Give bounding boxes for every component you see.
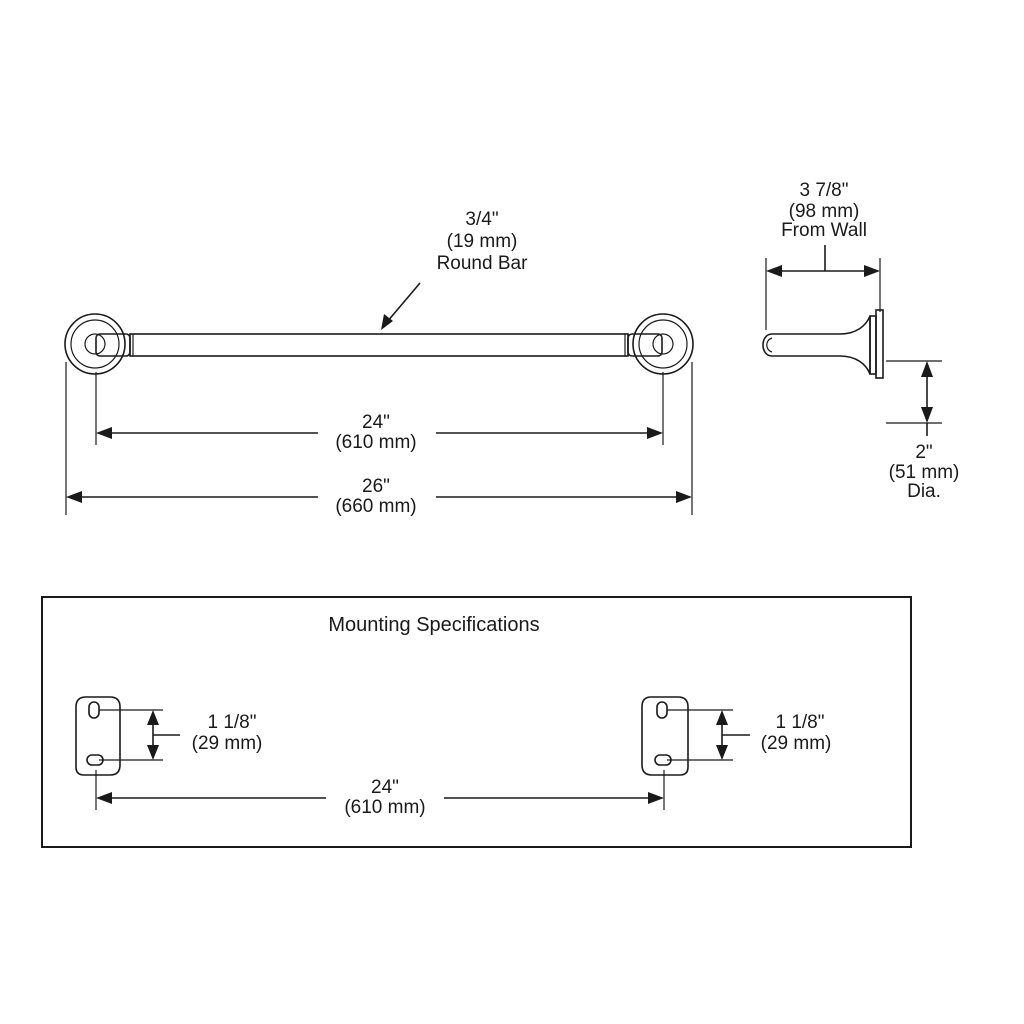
bracket-spacing-dimension-line [96,777,664,817]
round-bar-leader [381,282,421,330]
round-bar [129,333,629,357]
flange-diameter-metric: (51 mm) [889,462,960,483]
left-hole-spacing-metric: (29 mm) [192,733,263,754]
flange-diameter-dimension-line [921,361,933,436]
left-rosette [64,313,131,375]
bar-desc-label: Round Bar [437,253,529,274]
left-mounting-bracket [75,696,121,776]
projection-metric: (98 mm) [789,201,860,222]
overall-length-size: 26" [362,476,390,497]
left-hole-spacing-dimension-line [147,710,180,760]
right-hole-spacing-metric: (29 mm) [761,733,832,754]
flange-diameter-desc: Dia. [907,481,941,502]
inner-length-size: 24" [362,412,390,433]
bracket-spacing-size: 24" [371,777,399,798]
right-hole-spacing-dimension-line [716,710,750,760]
projection-size: 3 7/8" [799,180,848,201]
mounting-title: Mounting Specifications [328,614,539,636]
inner-length-metric: (610 mm) [335,432,416,453]
mounting-specifications-panel: Mounting Specifications 1 1/8" (29 mm) [41,596,912,848]
flange-diameter-size: 2" [915,442,932,463]
bar-size-label: 3/4" [465,209,498,230]
side-profile [762,309,884,379]
mounting-panel-border [41,596,912,848]
overall-length-metric: (660 mm) [335,496,416,517]
right-mounting-bracket [641,696,689,776]
bar-metric-label: (19 mm) [447,231,518,252]
side-view: 3 7/8" (98 mm) From Wall 2" (51 mm) Dia. [762,180,960,502]
projection-dimension-line [766,245,880,277]
bracket-spacing-metric: (610 mm) [344,797,425,818]
overall-length-dimension-line [66,476,692,516]
inner-length-dimension-line [96,412,663,452]
front-view: 3/4" (19 mm) Round Bar 24" (610 mm) 26" … [64,209,694,517]
projection-desc: From Wall [781,220,867,241]
right-rosette [627,313,694,375]
right-hole-spacing-size: 1 1/8" [775,712,824,733]
left-hole-spacing-size: 1 1/8" [207,712,256,733]
